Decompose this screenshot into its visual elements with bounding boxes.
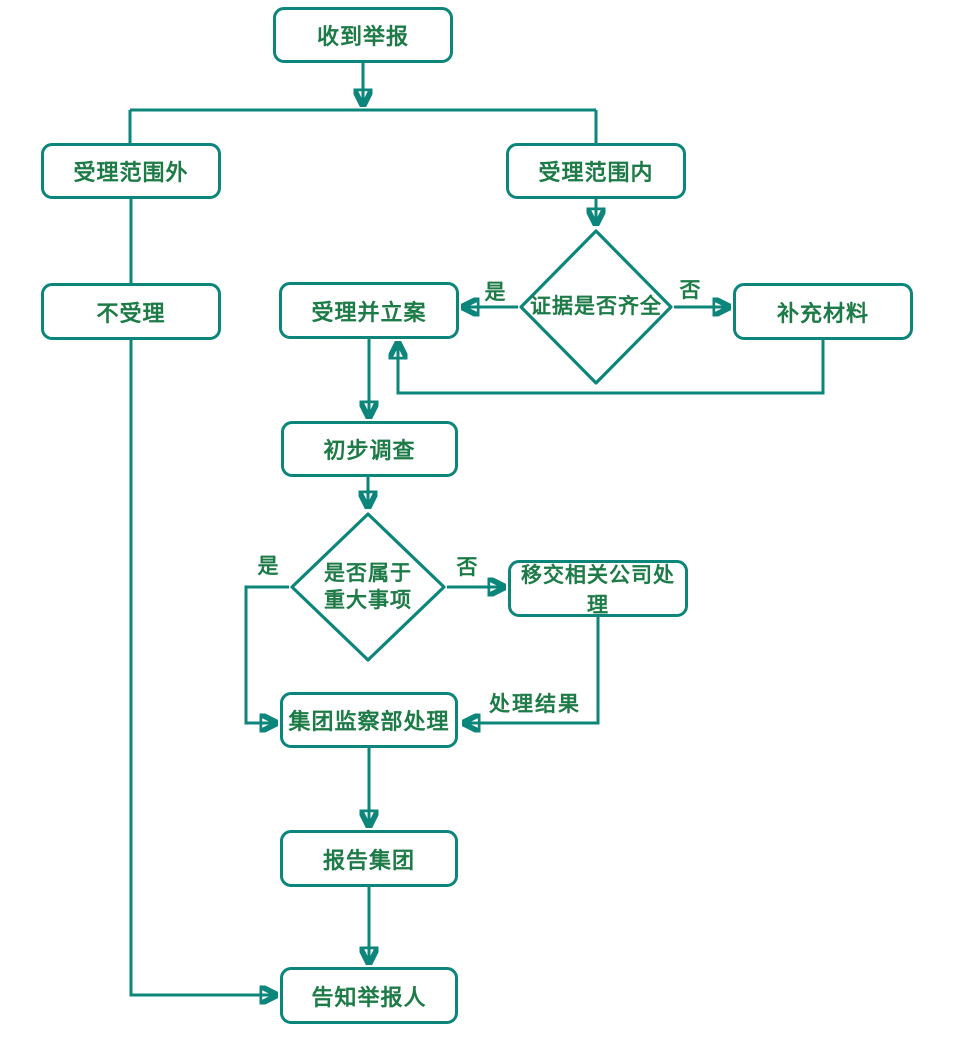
node-inside-scope: 受理范围内 [506, 143, 686, 199]
node-label: 集团监察部处理 [288, 710, 450, 735]
edge-supplement-loop-to-accept [398, 340, 825, 395]
node-not-accepted: 不受理 [41, 283, 221, 340]
node-major-matter-decision: 是否属于 重大事项 [289, 511, 447, 663]
node-label: 告知举报人 [311, 985, 427, 1011]
node-report-to-group: 报告集团 [280, 830, 458, 887]
node-preliminary-investigation: 初步调查 [281, 421, 458, 477]
node-label: 受理范围外 [73, 161, 189, 186]
node-supplement-materials: 补充材料 [733, 283, 913, 340]
node-label: 初步调查 [323, 439, 416, 464]
node-transfer-to-related-company: 移交相关公司处理 [508, 560, 688, 617]
node-label: 不受理 [96, 301, 166, 327]
node-label: 证据是否齐全 [530, 294, 662, 319]
edge-label-major-yes: 是 [257, 554, 281, 578]
edge-label-major-no: 否 [456, 555, 480, 579]
node-label: 是否属于 重大事项 [324, 560, 412, 612]
node-label: 补充材料 [776, 301, 869, 327]
edge-major-yes-to-supervision [244, 585, 289, 723]
node-inform-whistleblower: 告知举报人 [280, 967, 458, 1024]
node-accept-and-file-case: 受理并立案 [279, 282, 459, 339]
node-label: 收到举报 [316, 25, 409, 50]
node-label: 报告集团 [322, 848, 415, 874]
edge-label-evidence-yes: 是 [484, 280, 508, 304]
edge-transfer-result-to-supervision [462, 617, 600, 723]
diamond-shape [519, 229, 673, 385]
node-label: 受理范围内 [538, 161, 654, 186]
node-label: 受理并立案 [311, 300, 427, 326]
edge-label-evidence-no: 否 [679, 278, 703, 302]
edge-label-processing-result: 处理结果 [489, 692, 581, 716]
diamond-shape [290, 512, 446, 662]
node-receive-report: 收到举报 [273, 7, 453, 63]
node-group-supervision-dept: 集团监察部处理 [280, 692, 458, 748]
node-outside-scope: 受理范围外 [41, 143, 221, 199]
node-evidence-complete-decision: 证据是否齐全 [518, 228, 674, 386]
node-label: 移交相关公司处理 [521, 562, 675, 617]
edge-reject-to-inform [129, 340, 278, 995]
